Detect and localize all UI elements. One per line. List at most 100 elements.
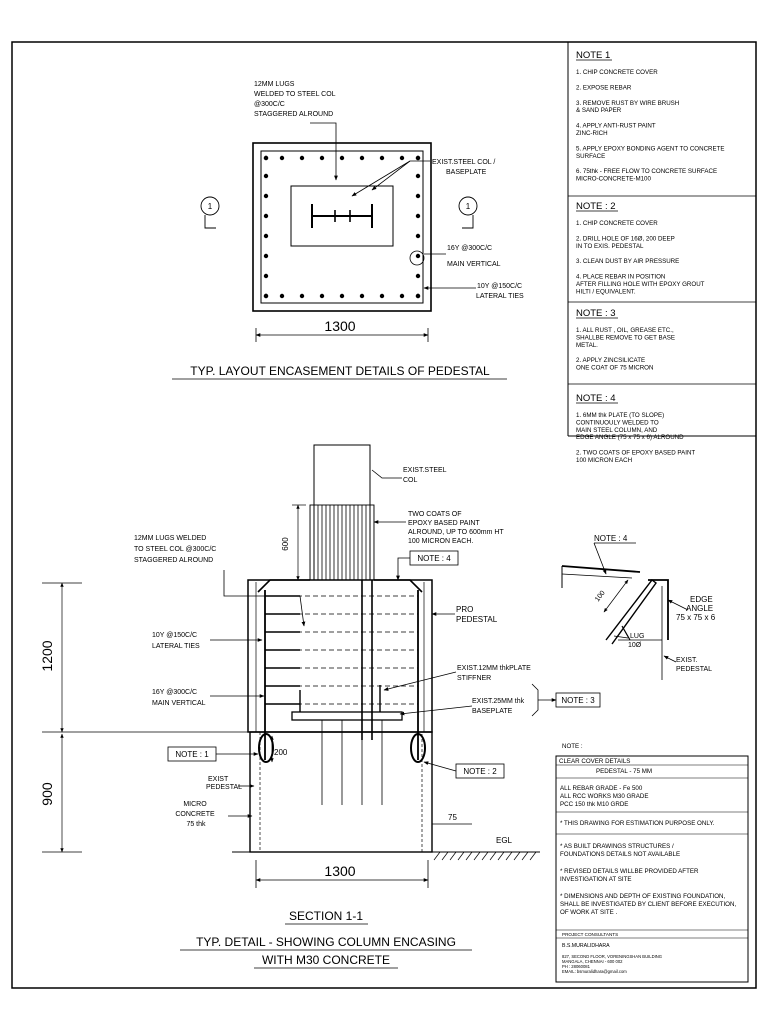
rebar-dot [279,293,285,299]
edge-angle-label: EDGE ANGLE 75 x 75 x 6 [676,595,716,622]
rebar-dot [415,233,421,239]
section-main-vertical-label: 16Y @300C/C MAIN VERTICAL [152,689,206,707]
baseplate [291,711,403,721]
edge-dim-100: 100 [594,590,607,604]
note-item: 3. REMOVE RUST BY WIRE BRUSH [576,100,679,107]
baseplate-label: EXIST.25MM thk BASEPLATE [472,698,526,715]
rebar-dot [263,213,269,219]
dowel-grout-right [410,733,426,763]
note-item: 3. CLEAN DUST BY AIR PRESSURE [576,258,679,265]
rebar-dot [415,173,421,179]
remark-line: INVESTIGATION AT SITE [560,876,632,883]
ties-outline [260,150,424,304]
rebar-dot [415,193,421,199]
note-item: 6. 75thk - FREE FLOW TO CONCRETE SURFACE [576,168,717,175]
section-title: SECTION 1-1 [289,909,363,923]
info-block: NOTE : CLEAR COVER DETAILS PEDESTAL - 75… [555,743,749,983]
note-item: 1. ALL RUST , OIL, GREASE ETC., [576,327,674,334]
main-vertical-marker [409,250,425,266]
section-view: EGL EXIST.STEEL COL TWO COATS OF EPOXY B… [39,444,601,969]
section-subtitle-2: WITH M30 CONCRETE [262,953,390,967]
section-marker-left: 1 [200,196,220,229]
section-steel-col-label: EXIST.STEEL COL [403,467,448,484]
svg-text:1: 1 [208,202,213,211]
note1-heading: NOTE 1 [576,50,610,61]
rebar-dot [299,155,305,161]
remark-line: SHALL BE INVESTIGATED BY CLIENT BEFORE E… [560,901,736,908]
steel-col-leader [351,160,411,197]
rebar-dot [399,293,405,299]
plan-view: 12MM LUGS WELDED TO STEEL COL @300C/C ST… [172,81,524,380]
section-lugs-label: 12MM LUGS WELDED TO STEEL COL @300C/C ST… [134,535,218,564]
edge-lug-label: LUG 10Ø [628,633,646,649]
dim-600: 600 [281,537,290,551]
remarks-block: * AS BUILT DRAWINGS STRUCTURES / FOUNDAT… [560,843,736,916]
egl-hatch-line [457,851,465,861]
rebar-dot [279,155,285,161]
section-marker-right: 1 [458,196,478,229]
svg-text:NOTE : 4: NOTE : 4 [417,554,451,563]
egl-hatch-line [521,851,529,861]
info-note-label: NOTE : [562,743,583,750]
rebar-dot [359,155,365,161]
egl-hatch-line [489,851,497,861]
egl-label: EGL [496,836,513,845]
section-lateral-ties-label: 10Y @150C/C LATERAL TIES [152,632,200,650]
note-item: 1. 6MM thk PLATE (TO SLOPE) [576,412,664,419]
epoxy-paint-zone [309,504,375,581]
note-item: 2. TWO COATS OF EPOXY BASED PAINT [576,450,695,457]
section-subtitle: TYP. DETAIL - SHOWING COLUMN ENCASING [196,935,456,949]
egl-hatch-line [473,851,481,861]
rebar-dot [263,155,269,161]
remark-line: * REVISED DETAILS WILLBE PROVIDED AFTER [560,868,699,875]
rebar-dot [379,293,385,299]
rebar-dot [415,213,421,219]
note-item: 100 MICRON EACH [576,457,632,464]
note-item: SHALLBE REMOVE TO GET BASE [576,334,675,341]
note3-heading: NOTE : 3 [576,308,616,319]
egl-hatch-line [529,851,537,861]
sheet-border [11,41,757,989]
note-item: CONTINUOULY WELDED TO [576,419,659,426]
remark-line: FOUNDATIONS DETAILS NOT AVAILABLE [560,851,680,858]
consultant-name: B.S.MURALIDHARA [562,943,610,949]
dim-200: 200 [274,748,288,757]
note-item: 4. APPLY ANTI-RUST PAINT [576,123,656,130]
rebar-dot [263,173,269,179]
rebar-dot [415,293,421,299]
note-item: & SAND PAPER [576,107,622,114]
pedestal-cover: PEDESTAL - 75 MM [596,768,652,775]
rebar-dot [263,193,269,199]
dim-75: 75 [448,813,457,822]
rebar-dots [263,155,421,299]
note4-heading: NOTE : 4 [576,393,616,404]
svg-text:1: 1 [466,202,471,211]
rebar-dot [263,253,269,259]
plan-lateral-ties-label: 10Y @150C/C LATERAL TIES [476,283,524,300]
edge-note4-label: NOTE : 4 [594,534,628,543]
note-item: ONE COAT OF 75 MICRON [576,365,653,372]
note-item: 4. PLACE REBAR IN POSITION [576,274,665,281]
exist-pedestal-label: EXIST PEDESTAL [206,776,242,791]
rebar-dot [415,253,421,259]
egl-hatch-line [513,851,521,861]
rebar-dot [359,293,365,299]
baseplate-outline [290,185,394,247]
plan-steel-col-label: EXIST.STEEL COL / BASEPLATE [432,159,497,176]
note-item: EDGE ANGLE (75 x 75 x 6) ALROUND [576,434,684,441]
note-item: 1. CHIP CONCRETE COVER [576,220,658,227]
plan-width-value: 1300 [324,318,355,334]
dim-1200: 1200 [39,640,55,671]
note-item: AFTER FILLING HOLE WITH EPOXY GROUT [576,281,705,288]
rebar-dot [415,273,421,279]
rebar-dot [263,273,269,279]
note-item: SURFACE [576,153,605,160]
note2-heading: NOTE : 2 [576,201,616,212]
edge-detail: 100 NOTE : 4 EDGE ANGLE 75 x 75 x 6 LUG … [561,534,716,680]
consultant-address: 827, SECOND FLOOR, VORENINGSHAN BUILDING… [562,954,663,974]
rebar-dot [339,293,345,299]
egl-hatch-line [465,851,473,861]
egl-hatch-line [481,851,489,861]
